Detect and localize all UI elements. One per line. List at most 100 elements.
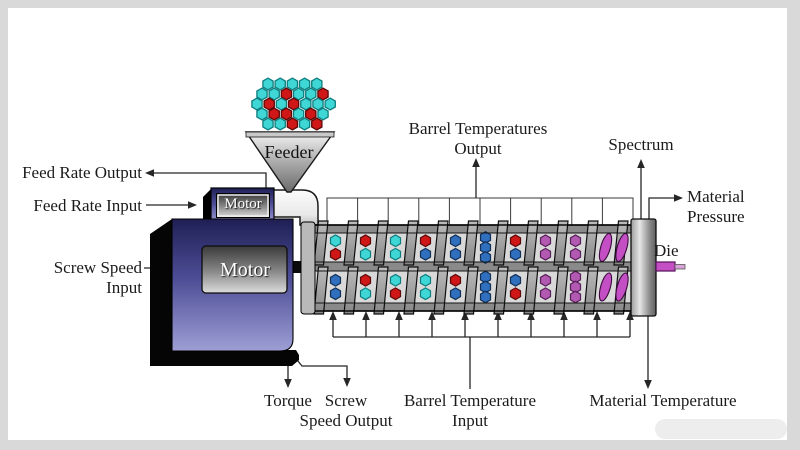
feed-rate-input-label: Feed Rate Input (33, 196, 142, 215)
feed-pellet (298, 77, 311, 91)
screw-pellet (419, 287, 432, 301)
screw-flight (493, 266, 509, 315)
bti-arrowhead (428, 311, 436, 320)
bti-arrowhead (329, 311, 337, 320)
bti-arrowhead (626, 311, 634, 320)
screw-pellet (359, 234, 372, 248)
spectrum-label: Spectrum (608, 135, 674, 154)
spectrum-arrow (637, 159, 645, 221)
extrudate-pin (674, 264, 686, 270)
screw-pellet (329, 287, 342, 301)
screw-pellet (509, 287, 522, 301)
feed-rate-input-arrow (146, 201, 197, 209)
feed-pellet (305, 107, 317, 121)
melt-lens (598, 272, 613, 302)
screw-pellet (539, 273, 552, 287)
screw-pellet (359, 287, 372, 301)
screw-pellet (539, 287, 552, 301)
feed-pellet (275, 97, 288, 111)
screw-flight (433, 266, 449, 315)
feed-pellet (305, 87, 317, 101)
feed-pellet (256, 107, 268, 121)
screw-flight (523, 220, 539, 266)
feed-pellet (298, 117, 311, 131)
feed-pellets (251, 77, 336, 131)
screw-pellet (329, 234, 342, 248)
screw-flight (373, 220, 389, 266)
barrel-temperatures-output-label: Barrel Temperatures Output (408, 119, 548, 158)
screw-pellet (569, 290, 582, 304)
screw-pellet (509, 273, 522, 287)
feed-pellet (286, 117, 299, 131)
screw-flight (523, 266, 539, 315)
bti-arrowhead (494, 311, 502, 320)
feed-pellet (268, 87, 280, 101)
screw-pellet (479, 290, 492, 304)
feed-pellet (317, 87, 329, 101)
feed-pellet (286, 77, 299, 91)
extrudate-rod (655, 261, 676, 272)
feed-pellet (280, 107, 293, 121)
melt-lens (598, 232, 613, 263)
screw-flight (463, 266, 479, 315)
screw-speed-output-arrow (292, 354, 351, 387)
drive-motor-label: Motor (220, 259, 270, 281)
screw-flight (583, 220, 599, 266)
bti-arrowhead (593, 311, 601, 320)
screw-flight (553, 220, 569, 266)
feed-pellet (256, 87, 268, 101)
feed-pellet (311, 77, 323, 91)
screw-pellet (389, 247, 402, 261)
torque-label: Torque (264, 391, 312, 410)
screw-pellet (359, 273, 372, 287)
feed-rate-output-arrow (145, 169, 267, 190)
feed-pellet (287, 97, 300, 111)
feed-pellet (312, 97, 324, 111)
screw-pellet (479, 251, 492, 264)
feed-pellet (317, 107, 329, 121)
screw-pellet (539, 234, 552, 248)
feed-pellet (262, 77, 274, 91)
screw-pellet (569, 247, 582, 261)
melt-lens (615, 232, 629, 263)
screw-flight (343, 220, 359, 266)
screw-pellet (569, 234, 582, 248)
feed-pellet (274, 77, 286, 91)
feeder-label: Feeder (264, 142, 314, 162)
barrel-temperature-input-arrows (329, 311, 634, 338)
material-pressure-arrow (648, 194, 683, 220)
screw-flight (583, 266, 599, 315)
screw-pellet (539, 247, 552, 261)
bti-arrowhead (560, 311, 568, 320)
feed-tube (269, 189, 319, 226)
feed-pellet (263, 97, 275, 111)
screw-pellet (419, 234, 432, 248)
screw-speed-input-label: Screw Speed Input (53, 258, 142, 297)
screw-pellet (359, 247, 372, 261)
feed-pellet (311, 117, 323, 131)
feed-pellet (292, 107, 305, 121)
feeder-funnel (244, 131, 336, 193)
die-label: Die (654, 241, 679, 260)
screw-pellet (419, 273, 432, 287)
barrel-end-cap (300, 221, 316, 315)
screw-pellet (509, 234, 522, 248)
feed-rate-output-label: Feed Rate Output (22, 163, 142, 182)
feed-pellet (262, 117, 274, 131)
screw-flight (553, 266, 569, 315)
feed-pellet (292, 87, 305, 101)
screw-speed-output-label: Screw Speed Output (299, 391, 393, 430)
watermark (655, 419, 787, 439)
extruder-barrel (300, 220, 634, 315)
screw-pellet (449, 247, 462, 261)
feed-pellet (324, 97, 336, 111)
screw-flight (463, 220, 479, 266)
screw-pellet (509, 247, 522, 261)
screw-flight (403, 220, 419, 266)
screw-flight (433, 220, 449, 266)
feed-pellet (268, 107, 280, 121)
screw-flight (373, 266, 389, 315)
feeder-motor (203, 187, 275, 230)
feed-pellet (280, 87, 293, 101)
